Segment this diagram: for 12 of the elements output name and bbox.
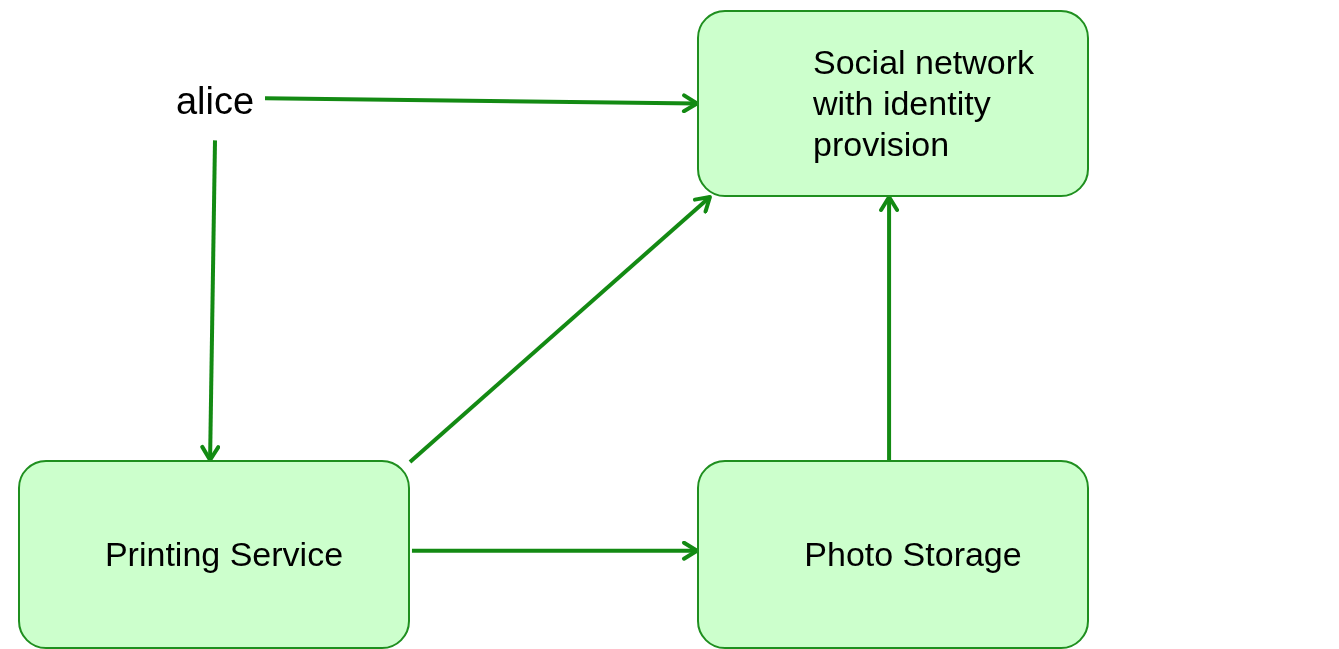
box-label: Printing Service (104, 534, 344, 575)
arrow (408, 195, 712, 464)
process-box (697, 460, 1089, 649)
box-label: Photo Storage (804, 534, 1022, 575)
arrow (264, 93, 699, 114)
box-label: Social network with identity provision (813, 42, 1036, 165)
arrow (200, 140, 221, 462)
process-box (18, 460, 410, 649)
arrow (411, 540, 699, 561)
arrow (879, 195, 900, 460)
actor-label: alice (175, 79, 255, 125)
process-box (697, 10, 1089, 197)
